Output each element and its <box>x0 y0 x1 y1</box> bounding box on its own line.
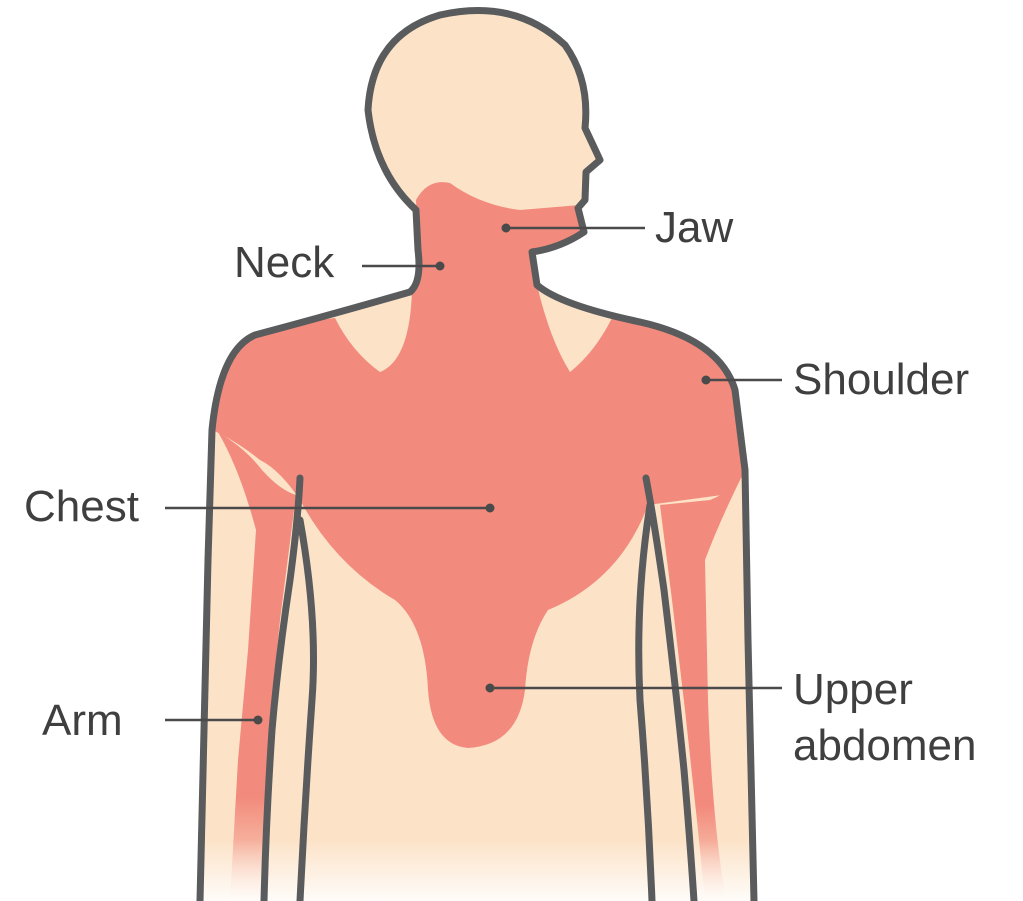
label-jaw: Jaw <box>655 203 733 253</box>
label-chest: Chest <box>24 482 139 532</box>
label-shoulder: Shoulder <box>793 355 969 405</box>
label-arm: Arm <box>42 696 123 746</box>
bottom-fade <box>190 840 770 901</box>
label-upper-abdomen: Upper abdomen <box>793 662 976 774</box>
label-neck: Neck <box>234 238 334 288</box>
